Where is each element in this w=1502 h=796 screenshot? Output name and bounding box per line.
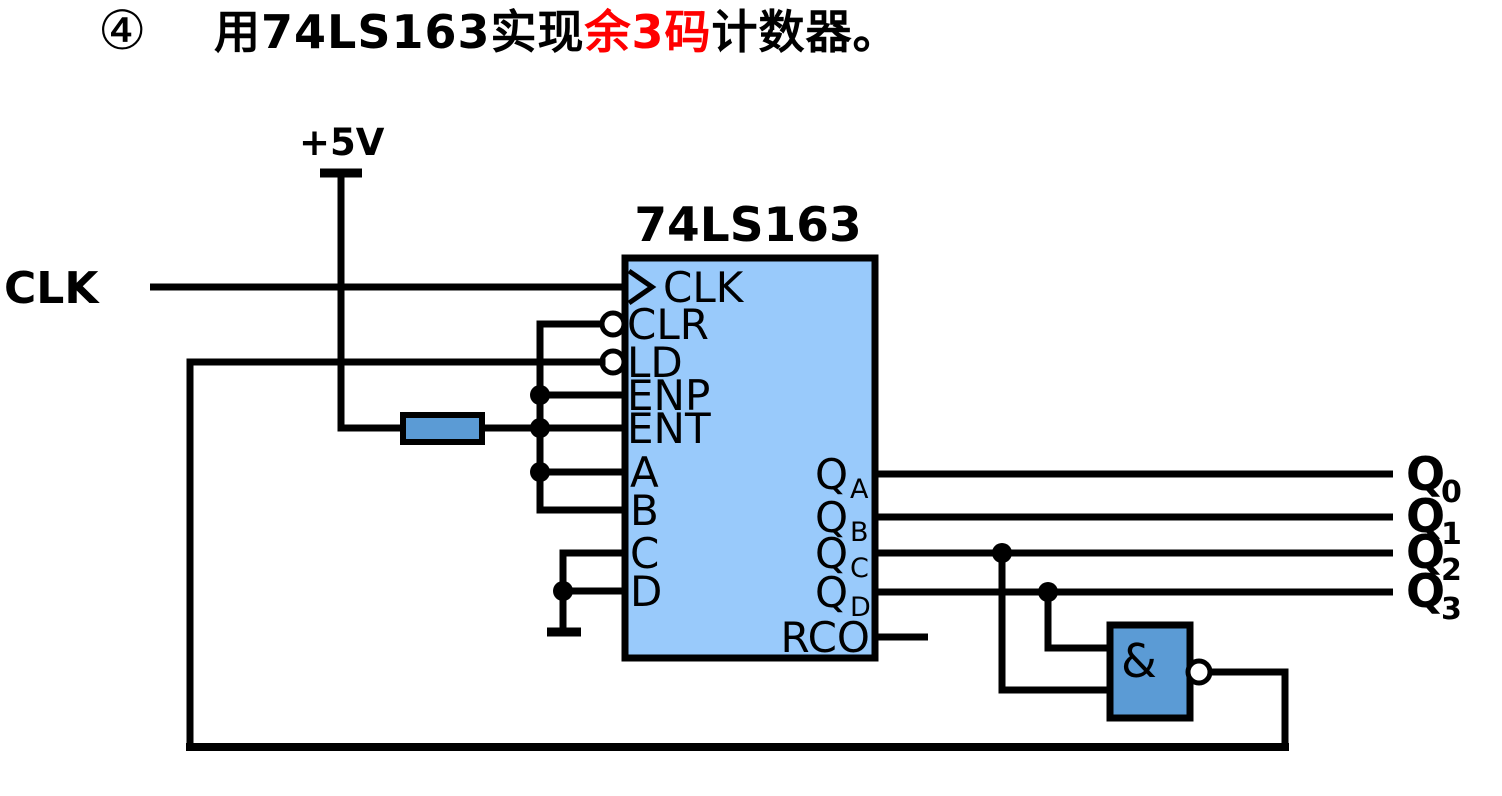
clk-input-label: CLK	[4, 263, 100, 314]
junction-dot-a	[530, 462, 550, 482]
pin-label-qc: Q	[815, 529, 848, 578]
feedback-loop	[186, 358, 1289, 751]
chip-name-label: 74LS163	[634, 198, 861, 253]
clk-input: CLK	[4, 263, 625, 314]
output-label-q2: Q	[1406, 525, 1445, 579]
pin-label-rco: RCO	[781, 613, 870, 662]
output-label-q0-sub: 0	[1441, 475, 1462, 510]
clock-edge-triangle-icon	[627, 268, 657, 306]
vcc-label: +5V	[299, 121, 385, 164]
junction-dot-d	[553, 581, 573, 601]
title-text: 用74LS163实现余3码计数器。	[214, 4, 900, 60]
pin-label-clr: CLR	[627, 300, 709, 349]
clr-inversion-bubble-icon	[599, 310, 627, 338]
output-label-q1-sub: 1	[1441, 517, 1462, 552]
title-prefix: 用74LS163实现	[214, 5, 585, 59]
junction-dot-enp	[530, 385, 550, 405]
output-label-q3: Q	[1406, 564, 1445, 618]
nand-inversion-bubble-icon	[1185, 658, 1213, 686]
pin-label-ld: LD	[627, 338, 683, 387]
pullup-resistor	[400, 412, 625, 445]
ground-ties	[547, 549, 629, 637]
title-highlight: 余3码	[584, 5, 712, 59]
slide-title: ④ 用74LS163实现余3码计数器。	[0, 0, 1502, 70]
pin-label-clk: CLK	[663, 263, 745, 312]
chip-74ls163: 74LS163 CLK CLR LD ENP ENT A B C D Q A Q…	[599, 198, 879, 662]
pin-label-a: A	[630, 448, 659, 497]
junction-dot-ent	[530, 418, 550, 438]
pin-label-qa-sub: A	[850, 474, 869, 505]
pin-label-qb: Q	[815, 493, 848, 542]
output-bus: Q 0 Q 1 Q 2 Q 3	[875, 447, 1462, 641]
pin-label-d: D	[630, 567, 662, 616]
pin-label-ent: ENT	[627, 404, 711, 453]
title-suffix: 计数器。	[711, 5, 900, 59]
output-label-q2-sub: 2	[1441, 553, 1462, 588]
output-label-q1: Q	[1406, 489, 1445, 543]
pin-label-enp: ENP	[627, 371, 710, 420]
pin-label-qd: Q	[815, 568, 848, 617]
nand-and-symbol: &	[1121, 634, 1157, 688]
resistor-body	[400, 412, 485, 445]
pin-label-qd-sub: D	[850, 592, 871, 623]
chip-body	[621, 254, 879, 662]
pin-label-qc-sub: C	[850, 553, 869, 584]
pin-label-b: B	[630, 486, 659, 535]
output-label-q0: Q	[1406, 447, 1445, 501]
pin-label-qb-sub: B	[850, 517, 869, 548]
title-item-number: ④	[98, 0, 147, 62]
output-label-q3-sub: 3	[1441, 592, 1462, 627]
vcc-supply: +5V	[299, 121, 407, 432]
pin-label-c: C	[630, 529, 659, 578]
nand-gate: &	[998, 549, 1213, 722]
pin-label-qa: Q	[815, 450, 848, 499]
control-tie-wires	[530, 320, 629, 514]
